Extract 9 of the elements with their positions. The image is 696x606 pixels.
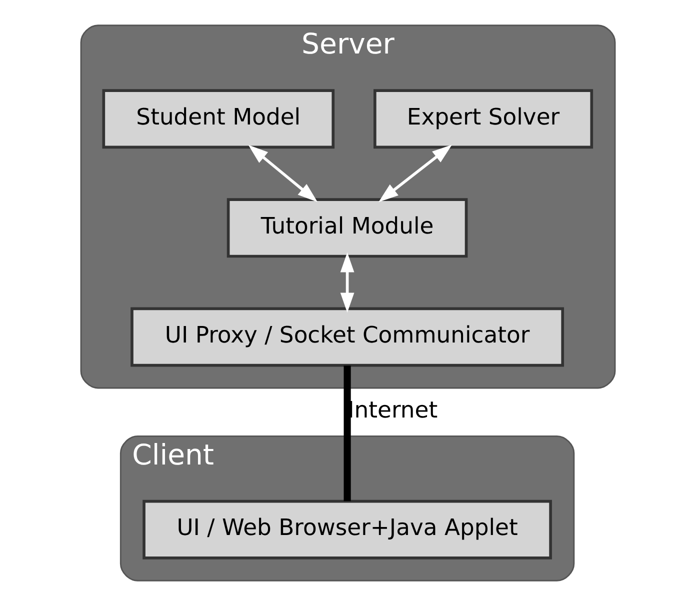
node-box: Tutorial Module (226, 198, 468, 258)
node-box: Expert Solver (374, 89, 594, 149)
node-box: UI / Web Browser+Java Applet (142, 500, 552, 560)
arrow (248, 144, 318, 202)
connector (344, 366, 351, 502)
node-box: Student Model (102, 89, 335, 149)
arrow (378, 144, 452, 202)
arrow (340, 252, 354, 313)
node-box: UI Proxy / Socket Communicator (130, 307, 564, 367)
